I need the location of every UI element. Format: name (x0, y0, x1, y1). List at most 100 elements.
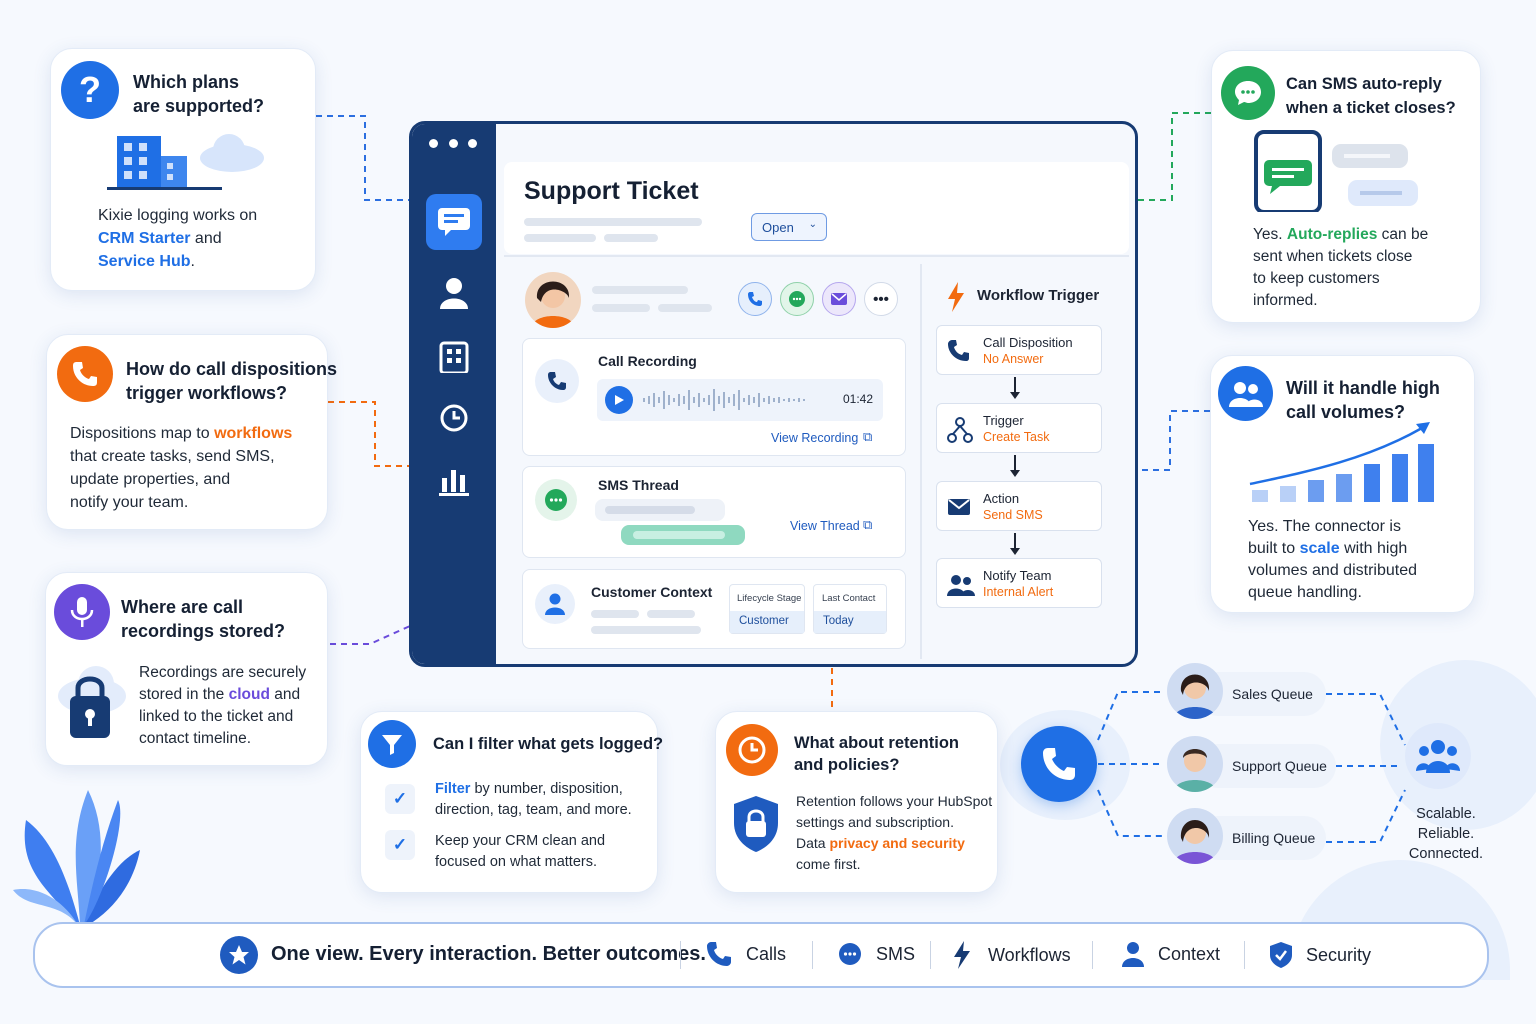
sidebar-item-history[interactable] (439, 403, 469, 433)
sidebar-item-companies[interactable] (439, 341, 469, 373)
call-recording-card: Call Recording 01:42 View Recording ⧉ (522, 338, 906, 456)
agent-avatar (1167, 736, 1223, 792)
page-title: Support Ticket (524, 177, 699, 205)
team-icon (947, 575, 975, 596)
faq-answer: Keep your CRM clean and focused on what … (435, 833, 606, 870)
footer-item-calls[interactable]: Calls (706, 941, 786, 967)
faq-answer: Kixie logging works on CRM Starter and S… (98, 207, 258, 270)
message-bubble-outgoing (621, 525, 745, 545)
sidebar-item-contacts[interactable] (440, 277, 468, 309)
agent-avatar (1167, 808, 1223, 864)
phone-icon (57, 346, 113, 402)
footer-tagline: One view. Every interaction. Better outc… (271, 943, 706, 965)
team-icon (1218, 366, 1273, 421)
customer-context-card: Customer Context Lifecycle Stage Custome… (522, 569, 906, 649)
star-icon (220, 936, 258, 974)
more-button[interactable]: ••• (864, 282, 898, 316)
flow-arrow (1010, 455, 1020, 477)
footer-item-label: Context (1158, 943, 1221, 964)
workflow-step-action[interactable]: Action Send SMS (936, 481, 1102, 531)
play-button[interactable] (605, 386, 633, 414)
audio-player: 01:42 (597, 379, 883, 421)
team-icon (1405, 723, 1471, 789)
footer-item-label: Calls (746, 943, 787, 964)
faq-question: Can I filter what gets logged? (433, 735, 664, 753)
window-dot (468, 139, 477, 148)
queue-label: Sales Queue (1232, 686, 1313, 702)
workflow-step-trigger[interactable]: Trigger Create Task (936, 403, 1102, 453)
view-recording-link[interactable]: View Recording (771, 431, 859, 445)
phone-icon (948, 340, 969, 361)
chat-icon (789, 291, 805, 307)
faq-answer: Recordings are securely stored in the cl… (139, 664, 307, 747)
external-link-icon: ⧉ (863, 429, 873, 444)
lightning-icon (954, 941, 970, 969)
faq-answer: Dispositions map to workflows that creat… (70, 425, 293, 511)
sidebar-item-tickets[interactable] (426, 194, 482, 250)
workflow-step-disposition[interactable]: Call Disposition No Answer (936, 325, 1102, 375)
scalable-caption: Scalable.Reliable.Connected. (1408, 806, 1484, 862)
last-contact-field: Last Contact Today (813, 584, 887, 634)
shield-icon (1270, 942, 1292, 968)
queue-label: Support Queue (1232, 758, 1327, 774)
window-dot (449, 139, 458, 148)
view-thread-link[interactable]: View Thread (790, 519, 860, 533)
sms-button[interactable] (780, 282, 814, 316)
sms-thread-card: SMS Thread View Thread ⧉ (522, 466, 906, 558)
call-recording-title: Call Recording (598, 353, 697, 369)
faq-answer: Yes. Auto-replies can be sent when ticke… (1253, 226, 1429, 309)
faq-answer: Yes. The connector is built to scale wit… (1248, 518, 1417, 601)
incoming-call-button[interactable] (1021, 726, 1097, 802)
ticket-header: Support Ticket Open ⌄ (504, 162, 1129, 254)
footer-item-context[interactable]: Context (1122, 941, 1220, 967)
user-icon (1122, 942, 1144, 967)
field-label: Lifecycle Stage (737, 593, 802, 604)
footer-item-sms[interactable]: SMS (838, 942, 915, 966)
step-title: Notify Team (983, 568, 1052, 583)
status-dropdown[interactable]: Open ⌄ (751, 213, 827, 241)
window-titlebar (412, 124, 1135, 160)
contact-avatar (525, 272, 581, 328)
chat-icon (1221, 66, 1275, 120)
more-icon: ••• (873, 290, 889, 308)
email-button[interactable] (822, 282, 856, 316)
queue-label: Billing Queue (1232, 830, 1316, 846)
window-dot (429, 139, 438, 148)
phone-icon (535, 359, 579, 403)
footer-item-security[interactable]: Security (1269, 941, 1371, 969)
workflow-step-notify[interactable]: Notify Team Internal Alert (936, 558, 1102, 608)
divider (504, 255, 1129, 257)
phone-icon (748, 292, 762, 306)
chevron-down-icon: ⌄ (808, 219, 817, 230)
phone-chat-illustration (1254, 130, 1418, 212)
call-button[interactable] (738, 282, 772, 316)
audio-duration: 01:42 (843, 392, 874, 406)
step-title: Trigger (983, 413, 1024, 428)
flow-arrow (1010, 377, 1020, 399)
building-cloud-icon (107, 134, 264, 190)
microphone-icon (54, 584, 110, 640)
field-value: Today (814, 611, 886, 633)
footer-item-label: Workflows (988, 944, 1071, 965)
workflow-title: Workflow Trigger (977, 287, 1100, 304)
sidebar-item-reports[interactable] (439, 464, 469, 496)
faq-answer: Retention follows your HubSpot settings … (796, 793, 993, 872)
footer-item-workflows[interactable]: Workflows (952, 941, 1071, 969)
user-icon (535, 584, 575, 624)
phone-icon (1043, 748, 1075, 780)
external-link-icon: ⧉ (863, 517, 873, 532)
sms-thread-title: SMS Thread (598, 477, 679, 493)
footer-item-label: SMS (876, 943, 916, 964)
filter-icon (368, 720, 416, 768)
audio-waveform[interactable] (643, 387, 813, 413)
cloud-lock-icon (58, 666, 126, 738)
check-icon: ✓ (385, 784, 415, 814)
step-title: Action (983, 491, 1020, 506)
ticket-icon (438, 208, 470, 236)
mail-icon (831, 293, 847, 305)
